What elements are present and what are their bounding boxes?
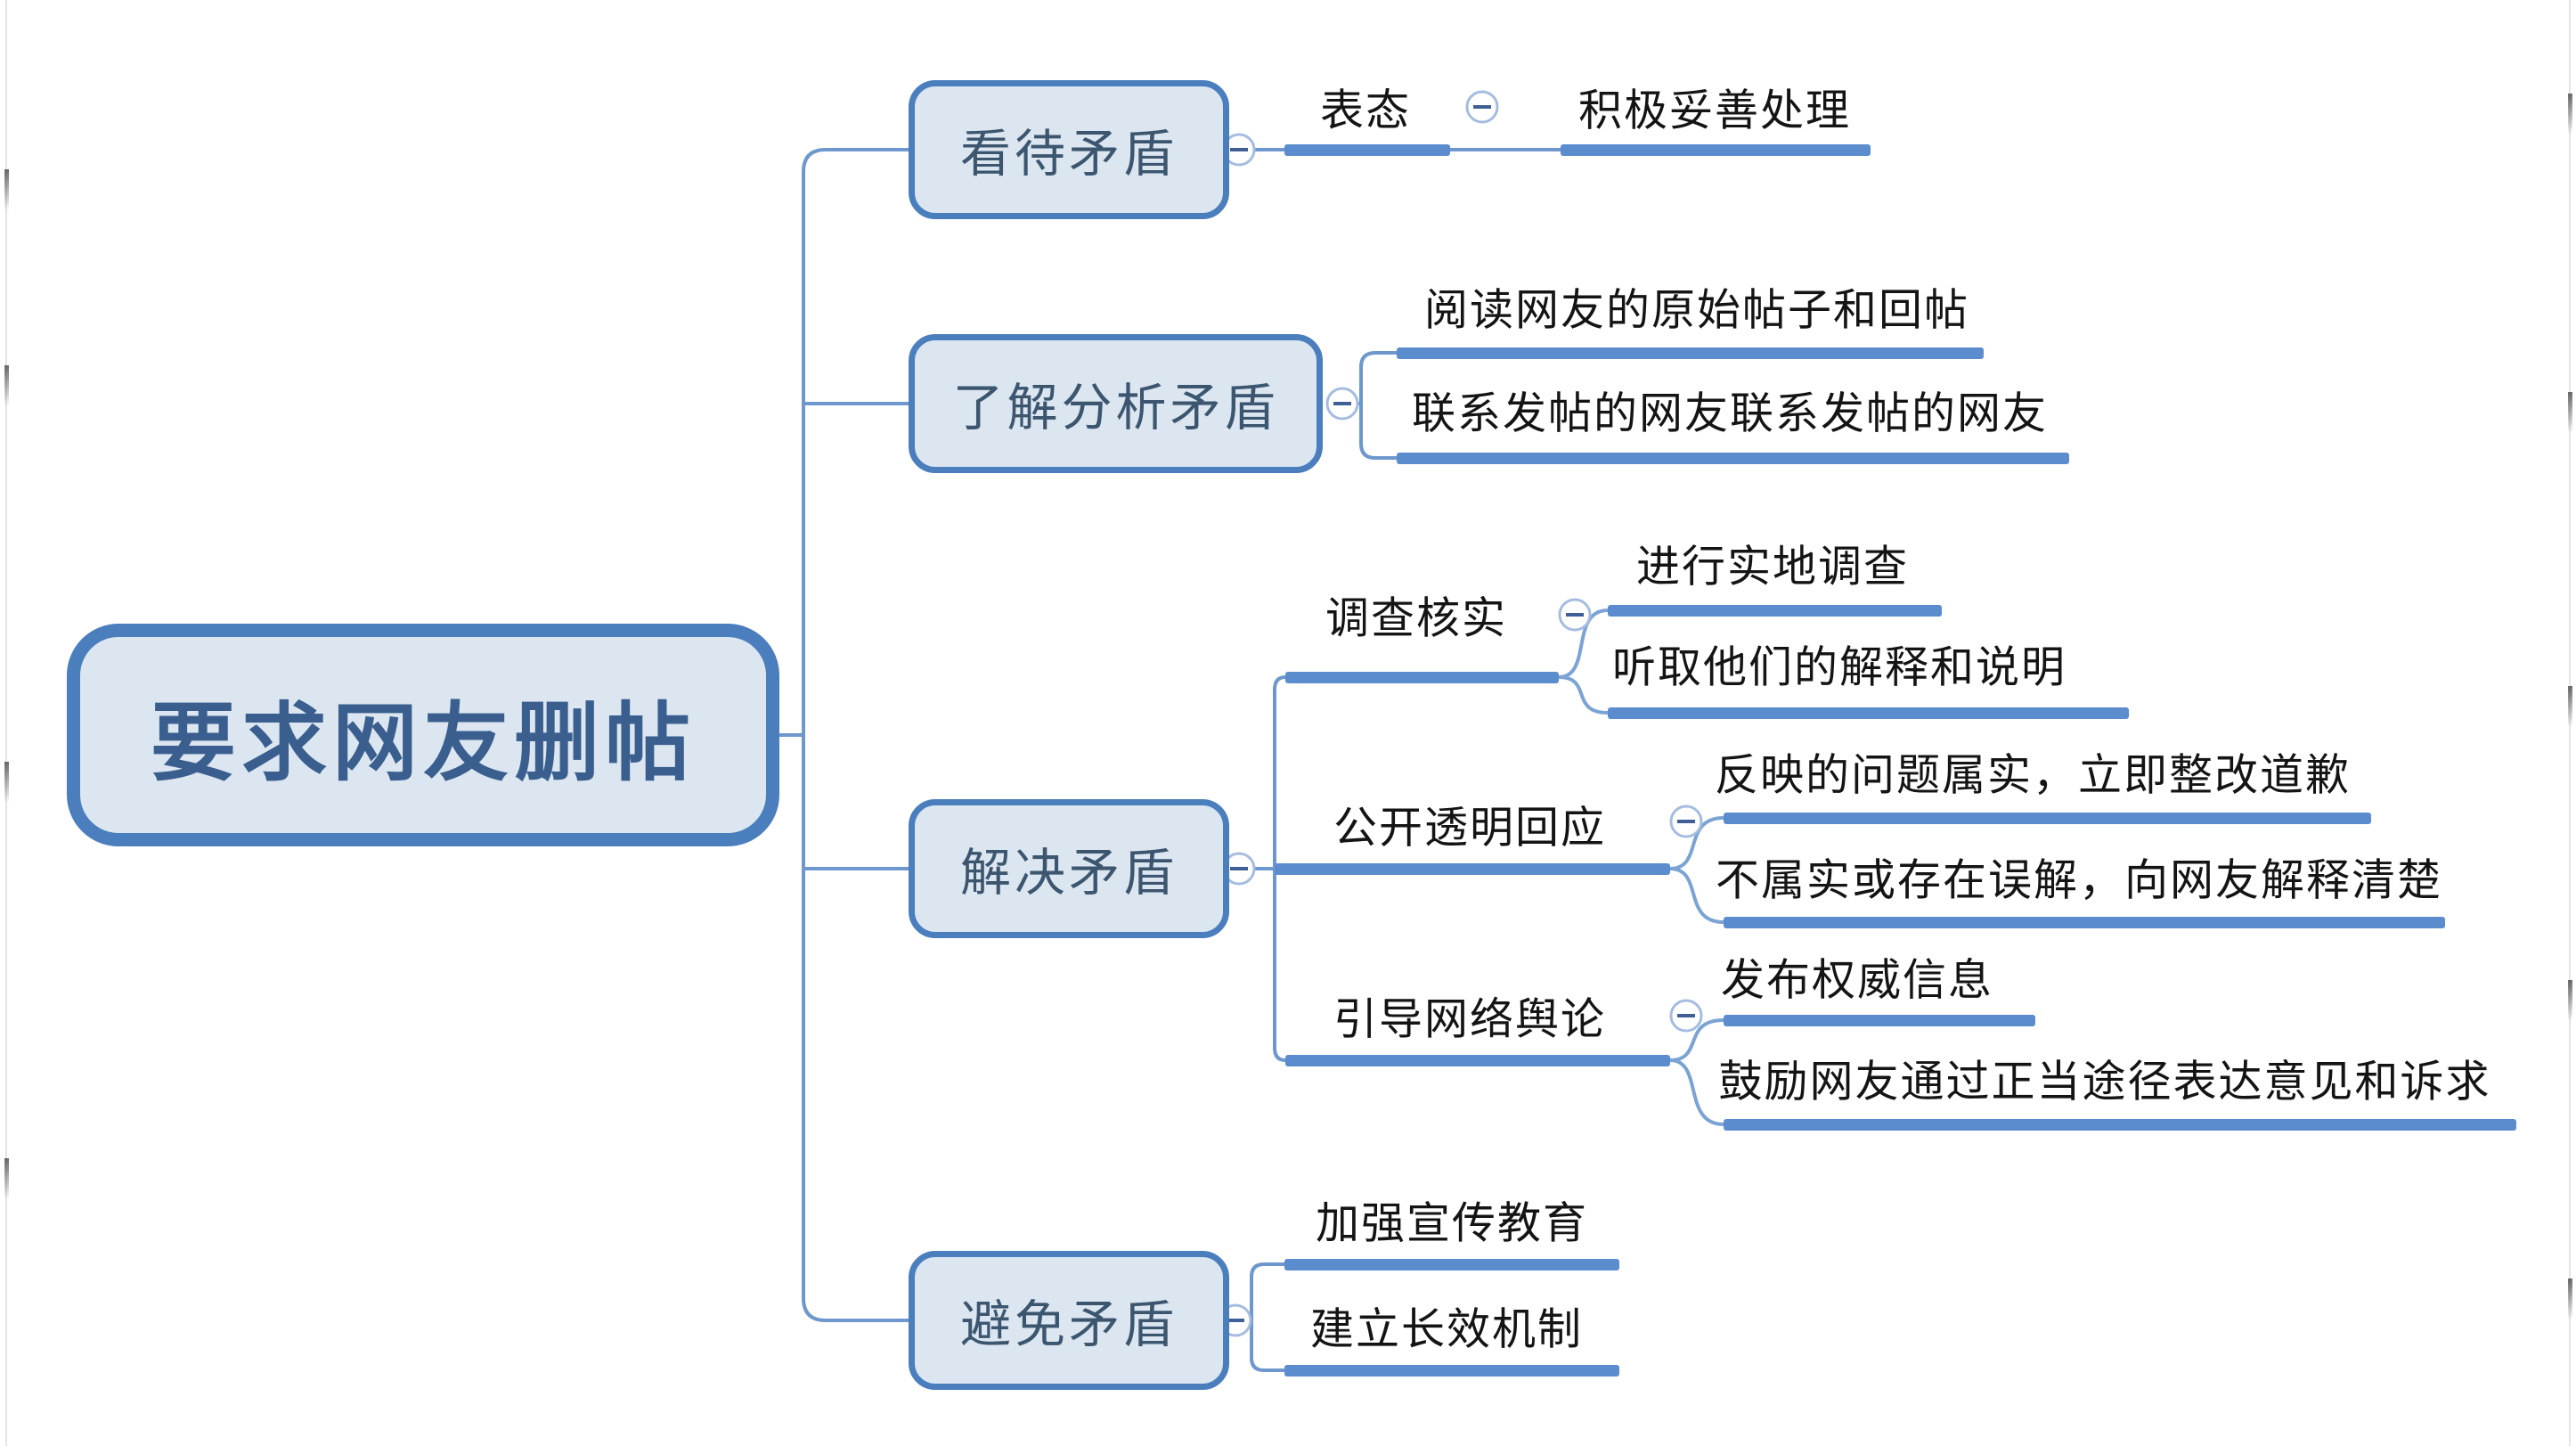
branch-node-view-conflict[interactable]: 看待矛盾 — [909, 80, 1229, 219]
underline-lianxi — [1397, 453, 2069, 464]
fanout-curves — [1558, 609, 1724, 1126]
page-edge-line-left — [5, 0, 7, 1446]
underline-biaotai — [1284, 144, 1450, 156]
bracket-branch2 — [1359, 351, 1397, 460]
subtopic-strengthen-publicity-education[interactable]: 加强宣传教育 — [1315, 1199, 1589, 1248]
underline-yindao — [1285, 1055, 1670, 1066]
underline-jianli — [1284, 1365, 1619, 1377]
root-node-label: 要求网友删帖 — [151, 695, 696, 791]
underline-tingqu — [1608, 707, 2129, 719]
branch-node-avoid-conflict[interactable]: 避免矛盾 — [909, 1251, 1229, 1390]
underline-diaocha — [1285, 672, 1559, 683]
subtopic-publish-authoritative-info[interactable]: 发布权威信息 — [1720, 956, 1994, 1005]
page-edge-tick — [4, 1158, 9, 1199]
collapse-icon-diaocha[interactable] — [1558, 598, 1592, 632]
branch-node-label: 避免矛盾 — [960, 1296, 1178, 1353]
curve-diaocha-child1 — [1558, 609, 1609, 679]
branch-node-resolve-conflict[interactable]: 解决矛盾 — [909, 799, 1229, 938]
subtopic-field-investigation[interactable]: 进行实地调查 — [1635, 543, 1910, 592]
trunk-lines — [779, 148, 1561, 1372]
subtopic-open-transparent-response[interactable]: 公开透明回应 — [1333, 804, 1607, 853]
topic-underlines — [1275, 144, 2516, 1377]
page-edge-tick — [2568, 392, 2572, 433]
trunk-lower — [802, 735, 909, 1322]
curve-yindao-child1 — [1669, 1018, 1724, 1062]
curve-yindao-child2 — [1669, 1058, 1724, 1126]
page-edge-tick — [2568, 1279, 2572, 1319]
subtopic-long-term-mechanism[interactable]: 建立长效机制 — [1309, 1305, 1584, 1354]
underline-fanying — [1724, 813, 2371, 824]
page-edge-tick — [2568, 94, 2572, 135]
subtopic-handle-properly[interactable]: 积极妥善处理 — [1577, 86, 1852, 135]
underline-bushushi — [1724, 917, 2445, 928]
curve-gongkai-child1 — [1669, 816, 1724, 870]
bracket-branch4 — [1250, 1262, 1284, 1372]
subtopic-guide-public-opinion[interactable]: 引导网络舆论 — [1333, 995, 1607, 1044]
page-edge-tick — [4, 169, 9, 210]
root-node[interactable]: 要求网友删帖 — [67, 624, 779, 846]
underline-jiji — [1561, 144, 1871, 156]
page-edge-tick — [2568, 980, 2572, 1021]
subtopic-state-position[interactable]: 表态 — [1319, 86, 1412, 135]
branch-node-label: 了解分析矛盾 — [952, 380, 1279, 437]
subtopic-contact-posters[interactable]: 联系发帖的网友联系发帖的网友 — [1411, 389, 2049, 438]
collapse-icon-yindao[interactable] — [1669, 999, 1703, 1033]
subtopic-untrue-explain-clearly[interactable]: 不属实或存在误解，向网友解释清楚 — [1715, 856, 2443, 905]
collapse-icon-branch2[interactable] — [1325, 387, 1359, 421]
page-edge-tick — [4, 762, 9, 803]
subtopic-investigate-verify[interactable]: 调查核实 — [1325, 594, 1508, 643]
subtopic-listen-explanations[interactable]: 听取他们的解释和说明 — [1611, 643, 2067, 692]
curve-diaocha-child2 — [1558, 675, 1609, 715]
underline-jiaqiang — [1284, 1259, 1619, 1270]
collapse-icon-biaotai[interactable] — [1465, 90, 1499, 124]
underline-guli — [1724, 1119, 2516, 1131]
branch-node-understand-analyze-conflict[interactable]: 了解分析矛盾 — [909, 334, 1323, 473]
subtopic-issue-true-rectify-apologize[interactable]: 反映的问题属实，立即整改道歉 — [1714, 751, 2352, 800]
subtopic-encourage-legitimate-channels[interactable]: 鼓励网友通过正当途径表达意见和诉求 — [1718, 1058, 2491, 1107]
curve-gongkai-child2 — [1669, 867, 1724, 924]
trunk-upper — [802, 148, 909, 735]
subtopic-read-original-posts[interactable]: 阅读网友的原始帖子和回帖 — [1423, 286, 1970, 335]
branch-node-label: 看待矛盾 — [960, 126, 1178, 183]
underline-yuedu — [1397, 347, 1984, 359]
underline-fabu — [1724, 1015, 2035, 1026]
collapse-icon-gongkai[interactable] — [1669, 805, 1703, 838]
page-edge-tick — [4, 365, 9, 406]
page-edge-tick — [2568, 686, 2572, 727]
branch-node-label: 解决矛盾 — [960, 845, 1178, 902]
underline-jinxing — [1608, 605, 1942, 617]
underline-gongkai — [1275, 863, 1670, 875]
